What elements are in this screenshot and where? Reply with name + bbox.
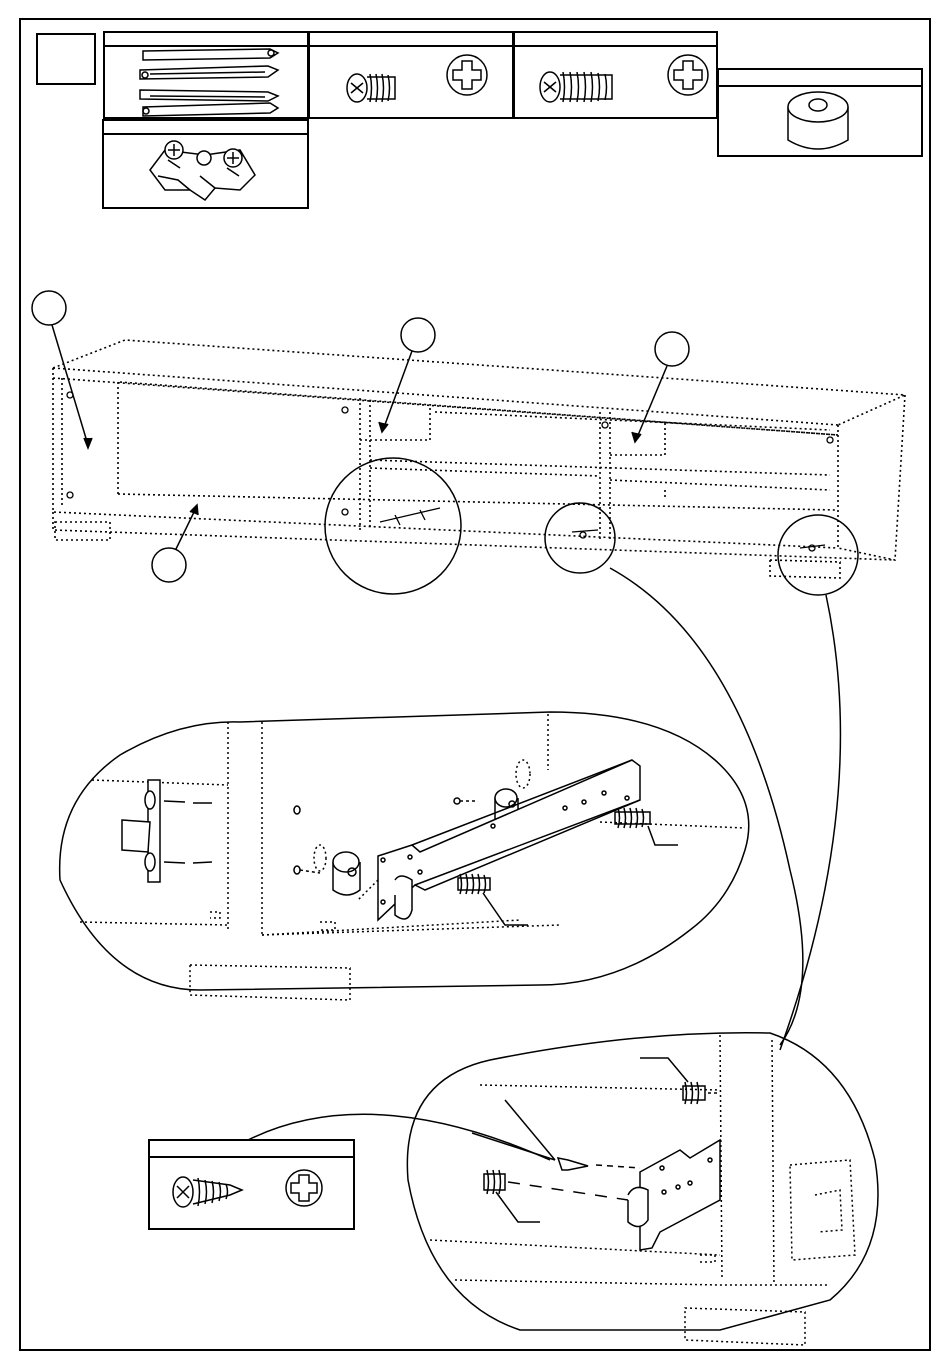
step-number-box (37, 34, 95, 84)
magnifier-circles (325, 458, 858, 1050)
detail-right-end (407, 1033, 878, 1345)
phillips-head-icon (286, 1170, 322, 1206)
spacer-bushing-icon (788, 92, 848, 149)
cabinet-overview (53, 340, 905, 578)
drawer-slide-pair-icon (140, 49, 278, 116)
drawer-slide-rail (378, 760, 640, 920)
long-euro-screw-icon (540, 72, 612, 102)
hinge-bracket-icon (150, 141, 255, 200)
callout-right-divider (655, 332, 689, 366)
short-euro-screw-icon (347, 74, 395, 102)
parts-panel (103, 32, 922, 208)
detail-middle-section (60, 712, 749, 1000)
wood-screw-box (149, 1114, 550, 1229)
callout-bottom-panel (152, 548, 186, 582)
overview-callouts (32, 291, 689, 582)
magnifier-right-end (778, 515, 858, 595)
wood-screw-icon (558, 1158, 588, 1170)
phillips-head-icon (447, 55, 487, 95)
callout-left-side (32, 291, 66, 325)
callout-middle-divider (401, 318, 435, 352)
wood-screw-icon (173, 1177, 242, 1207)
phillips-head-icon (668, 55, 708, 95)
